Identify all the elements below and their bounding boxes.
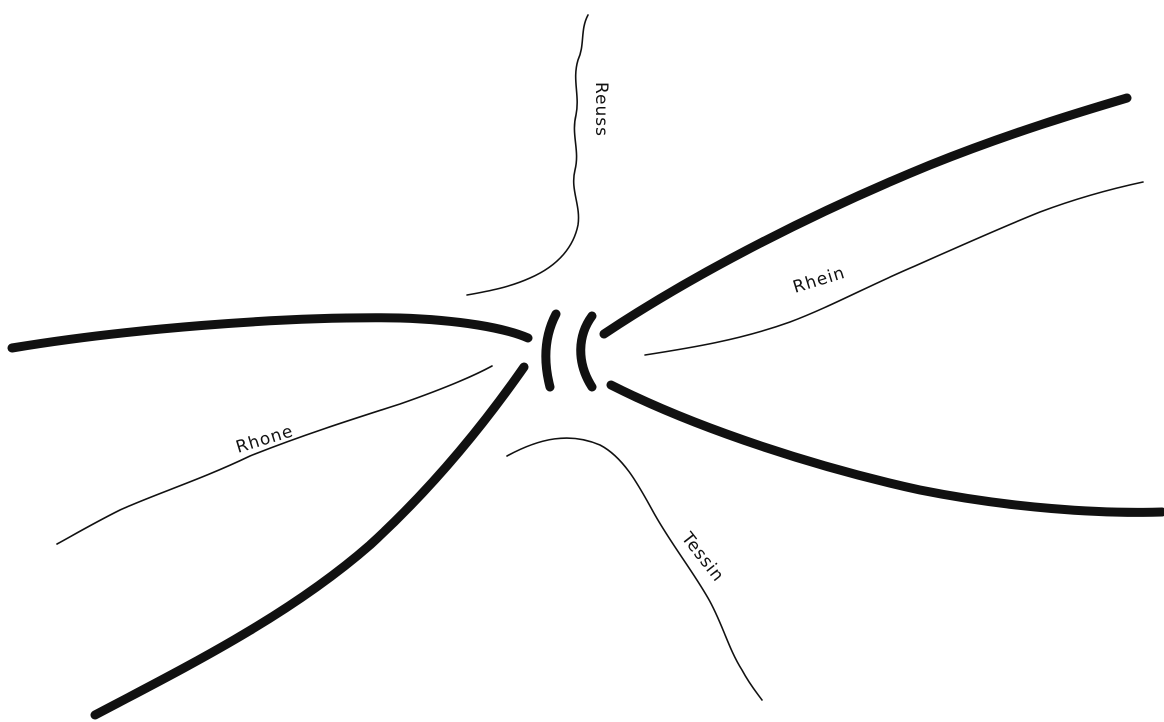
- ridge-southwest: [95, 367, 524, 715]
- mountain-ridges: [12, 98, 1162, 715]
- ridge-northeast: [604, 98, 1127, 334]
- river-reuss: [467, 15, 588, 295]
- pass-left-bracket: [546, 314, 556, 387]
- label-tessin: Tessin: [676, 528, 728, 586]
- river-rhone: [57, 366, 492, 544]
- ridge-southeast: [611, 385, 1162, 512]
- ridge-west: [12, 318, 528, 348]
- label-rhein: Rhein: [791, 263, 848, 298]
- pass-right-bracket: [581, 316, 592, 387]
- label-rhone: Rhone: [234, 421, 296, 457]
- label-reuss: Reuss: [591, 82, 611, 137]
- river-labels: Reuss Rhein Rhone Tessin: [234, 82, 848, 586]
- pass-gap: [546, 314, 592, 387]
